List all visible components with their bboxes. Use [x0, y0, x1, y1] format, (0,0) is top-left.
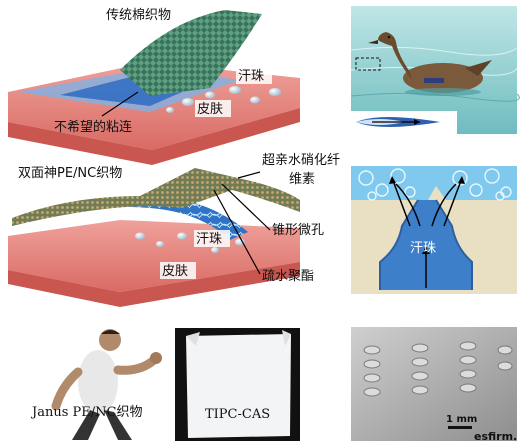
zoom-box	[355, 57, 381, 71]
sweat-droplets-b	[135, 232, 245, 253]
label-sweat-b: 汗珠	[196, 232, 222, 247]
label-nanofiber-1: 超亲水硝化纤	[262, 153, 340, 168]
duck	[368, 32, 492, 96]
panel-sample-photo: TIPC-CAS	[175, 328, 300, 441]
skin-side-a	[8, 108, 300, 165]
panel-person: Janus PE/NC织物	[30, 329, 162, 440]
panel-a-traditional: 传统棉织物 汗珠 皮肤 不希望的粘连	[8, 8, 300, 165]
pointer-cone-pore	[221, 183, 271, 231]
label-traditional-fabric: 传统棉织物	[106, 8, 171, 23]
label-cone-pore: 锥形微孔	[272, 223, 324, 238]
pointer-hydrophobic	[213, 189, 261, 275]
label-skin-a: 皮肤	[197, 102, 223, 117]
person-head	[99, 329, 121, 351]
label-janus-fabric: 双面神PE/NC织物	[18, 166, 122, 181]
panel-duck-photo	[350, 6, 520, 134]
label-hydrophobic: 疏水聚酯	[262, 269, 314, 284]
nc-layer	[12, 168, 300, 226]
label-sweat-c: 汗珠	[410, 241, 436, 256]
flow-arrows	[391, 177, 463, 288]
panel-cone-pore: 汗珠	[351, 166, 517, 294]
nanofiber-mesh	[358, 168, 512, 201]
pointer-nanofiber	[237, 171, 261, 179]
skin-side-b	[8, 262, 300, 307]
sample-sheet	[186, 334, 291, 438]
label-person: Janus PE/NC织物	[30, 405, 142, 420]
label-skin-b: 皮肤	[162, 264, 188, 279]
watermark: esfirm.	[474, 430, 517, 443]
label-adhesion: 不希望的粘连	[54, 119, 132, 135]
label-scale: 1 mm	[446, 414, 477, 425]
cotton-fabric	[120, 10, 262, 96]
nanofiber-layer	[351, 166, 517, 200]
label-nanofiber-2: 维素	[289, 172, 315, 187]
label-sweat-a: 汗珠	[238, 69, 264, 84]
scale-bar	[448, 426, 472, 429]
sem-pores	[363, 341, 513, 397]
panel-b-janus: 双面神PE/NC织物 超亲水硝化纤 维素 锥形微孔 汗珠 皮肤 疏水聚酯	[8, 153, 340, 307]
panel-sem: 1 mm esfirm.	[351, 327, 517, 443]
pointer-adhesion	[101, 91, 139, 117]
label-sample: TIPC-CAS	[205, 407, 270, 422]
person-torso	[78, 350, 118, 414]
sem-background	[351, 327, 517, 441]
sweat-droplets-a	[166, 86, 281, 113]
